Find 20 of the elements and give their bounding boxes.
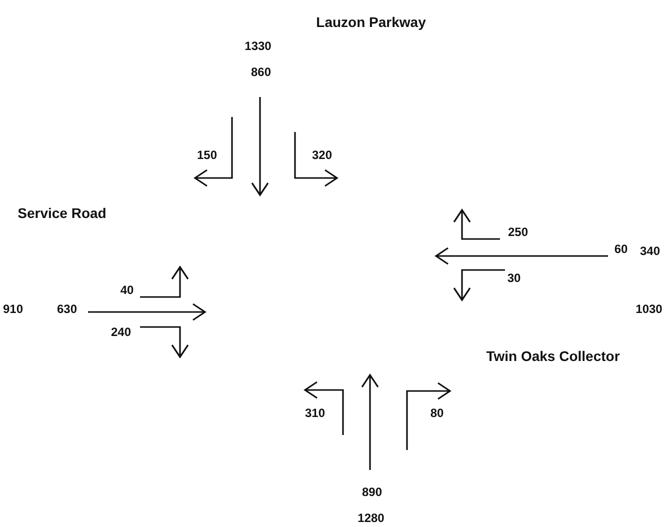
road-name: Service Road	[18, 206, 106, 220]
volume-label: 860	[250, 66, 272, 78]
volume-label: 310	[304, 407, 326, 419]
volume-label: 30	[507, 272, 521, 284]
volume-label: 60	[614, 243, 628, 255]
volume-label: 890	[362, 486, 382, 498]
volume-label: 80	[430, 407, 444, 419]
volume-label: 1030	[636, 303, 662, 315]
volume-label: 40	[120, 284, 134, 296]
volume-label: 1280	[358, 512, 384, 524]
volume-label: 150	[196, 149, 218, 161]
volume-label: 910	[2, 303, 24, 315]
volume-label: 340	[640, 245, 660, 257]
volume-label: 320	[312, 149, 332, 161]
road-name: Twin Oaks Collector	[486, 349, 620, 363]
volume-label: 240	[110, 326, 132, 338]
volume-label: 250	[508, 226, 528, 238]
volume-label: 630	[56, 303, 78, 315]
volume-label: 1330	[244, 40, 272, 52]
road-name: Lauzon Parkway	[316, 15, 426, 29]
